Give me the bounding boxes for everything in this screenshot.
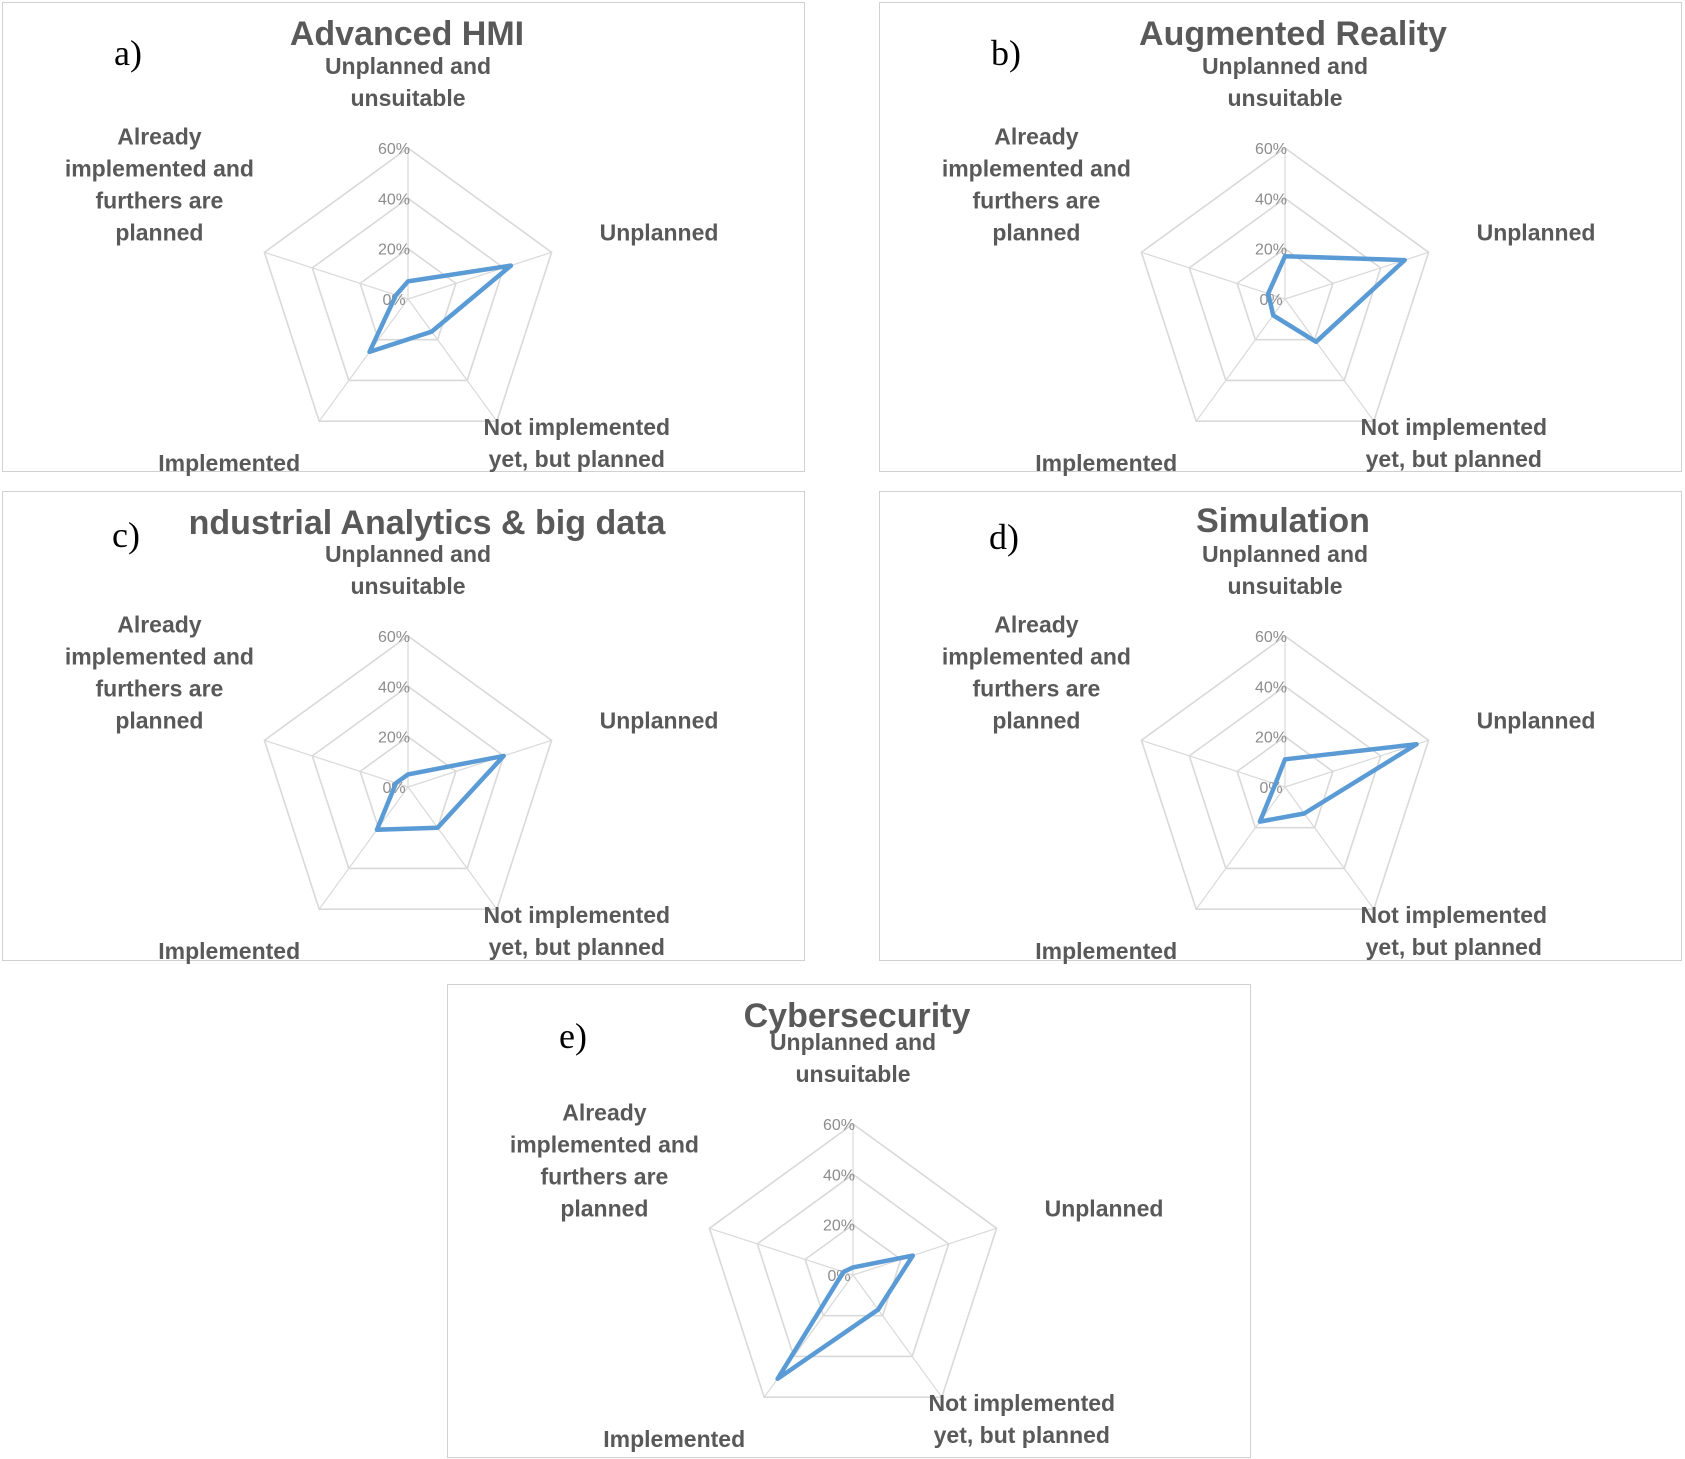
- tick-label: 20%: [1255, 730, 1287, 747]
- chart-title: ndustrial Analytics & big data: [189, 504, 667, 542]
- grid-ring: [1188, 197, 1382, 382]
- axis-category-label: Unplanned: [1477, 707, 1596, 733]
- tick-label: 40%: [1255, 191, 1287, 208]
- panel-letter: c): [112, 515, 140, 555]
- axis-spoke: [1195, 298, 1286, 422]
- chart-title: Advanced HMI: [290, 15, 524, 53]
- axis-spoke: [1141, 739, 1286, 788]
- tick-label: 60%: [1255, 629, 1287, 646]
- axis-spoke: [1195, 786, 1286, 910]
- axis-category-label: Implemented: [158, 450, 300, 476]
- axis-spoke: [407, 298, 498, 422]
- axis-spoke: [407, 786, 498, 910]
- series-line: [367, 263, 514, 355]
- axis-spoke: [852, 1227, 997, 1276]
- tick-label: 40%: [1255, 679, 1287, 696]
- series-line: [374, 753, 506, 833]
- axis-spoke: [264, 251, 409, 300]
- axis-spoke: [407, 251, 552, 300]
- grid-ring: [1140, 635, 1430, 911]
- axis-category-label: Unplanned: [1045, 1195, 1164, 1221]
- tick-label: 40%: [378, 679, 410, 696]
- axis-spoke: [1284, 298, 1375, 422]
- axis-spoke: [709, 1227, 854, 1276]
- panel-letter: b): [991, 33, 1021, 73]
- axis-spoke: [318, 786, 409, 910]
- axis-spoke: [1141, 251, 1286, 300]
- grid-ring: [311, 685, 505, 870]
- grid-ring: [804, 1223, 902, 1317]
- grid-ring: [1140, 147, 1430, 423]
- panel-letter: d): [989, 517, 1019, 557]
- grid-ring: [1236, 735, 1334, 829]
- axis-spoke: [852, 1274, 943, 1398]
- axis-spoke: [1284, 786, 1375, 910]
- tick-label: 60%: [378, 629, 410, 646]
- chart-title: Cybersecurity: [744, 997, 971, 1035]
- radar-chart-c: ndustrial Analytics & big datac)0%20%40%…: [65, 504, 719, 964]
- axis-spoke: [318, 298, 409, 422]
- grid-ring: [756, 1173, 950, 1358]
- tick-label: 60%: [823, 1117, 855, 1134]
- chart-title: Augmented Reality: [1139, 15, 1447, 53]
- axis-category-label: Unplanned: [600, 707, 719, 733]
- tick-label: 20%: [823, 1218, 855, 1235]
- grid-ring: [263, 635, 553, 911]
- axis-category-label: Implemented: [158, 938, 300, 964]
- grid-ring: [263, 147, 553, 423]
- grid-ring: [1188, 685, 1382, 870]
- grid-ring: [1236, 247, 1334, 341]
- axis-category-label: Implemented: [603, 1426, 745, 1452]
- axis-spoke: [1284, 739, 1429, 788]
- series-line: [1265, 253, 1407, 345]
- axis-category-label: Unplanned: [600, 219, 719, 245]
- axis-category-label: Implemented: [1035, 450, 1177, 476]
- radar-chart-b: Augmented Realityb)0%20%40%60%Unplanned …: [942, 15, 1596, 476]
- grid-ring: [311, 197, 505, 382]
- axis-spoke: [264, 739, 409, 788]
- grid-ring: [708, 1123, 998, 1399]
- axis-category-label: Implemented: [1035, 938, 1177, 964]
- axis-spoke: [407, 739, 552, 788]
- tick-label: 20%: [1255, 242, 1287, 259]
- panel-letter: e): [559, 1016, 587, 1056]
- panel-letter: a): [114, 33, 142, 73]
- series-line: [775, 1253, 916, 1382]
- tick-label: 40%: [823, 1167, 855, 1184]
- tick-label: 20%: [378, 730, 410, 747]
- axis-category-label: Unplanned: [1477, 219, 1596, 245]
- chart-title: Simulation: [1196, 502, 1370, 540]
- tick-label: 40%: [378, 191, 410, 208]
- series-line: [1257, 741, 1419, 824]
- tick-label: 60%: [378, 141, 410, 158]
- tick-label: 60%: [1255, 141, 1287, 158]
- tick-label: 20%: [378, 242, 410, 259]
